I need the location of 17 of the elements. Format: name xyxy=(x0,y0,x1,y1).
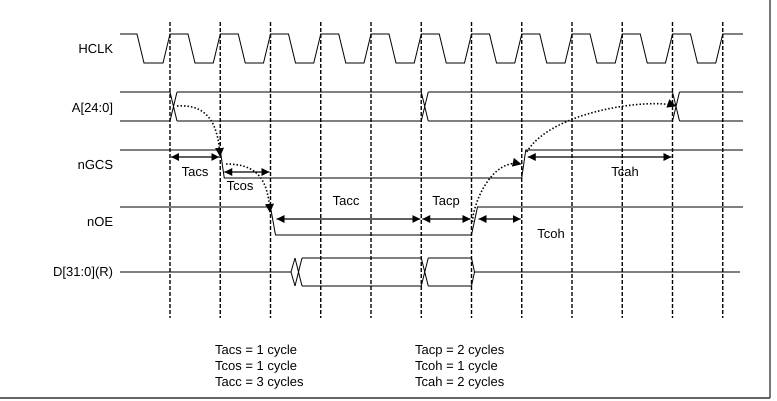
timing-label: Tacc xyxy=(330,193,362,208)
note-text: Tcah = 2 cycles xyxy=(415,374,504,389)
note-text: Tacs = 1 cycle xyxy=(215,342,298,357)
timing-label: Tacp xyxy=(430,193,462,208)
note-text: Tacc = 3 cycles xyxy=(215,374,304,389)
signal-name: nGCS xyxy=(78,157,113,172)
note-text: Tcos = 1 cycle xyxy=(215,358,298,373)
timing-label: Tcoh xyxy=(537,226,565,241)
timing-label: Tcos xyxy=(226,178,254,193)
note-text: Tcoh = 1 cycle xyxy=(415,358,498,373)
timing-label: Tcah xyxy=(611,164,639,179)
signal-name: A[24:0] xyxy=(72,100,113,115)
note-text: Tacp = 2 cycles xyxy=(415,342,504,357)
signal-name: D[31:0](R) xyxy=(53,264,113,279)
signal-name: HCLK xyxy=(78,41,113,56)
timing-label: Tacs xyxy=(182,164,208,179)
signal-name: nOE xyxy=(86,214,113,229)
